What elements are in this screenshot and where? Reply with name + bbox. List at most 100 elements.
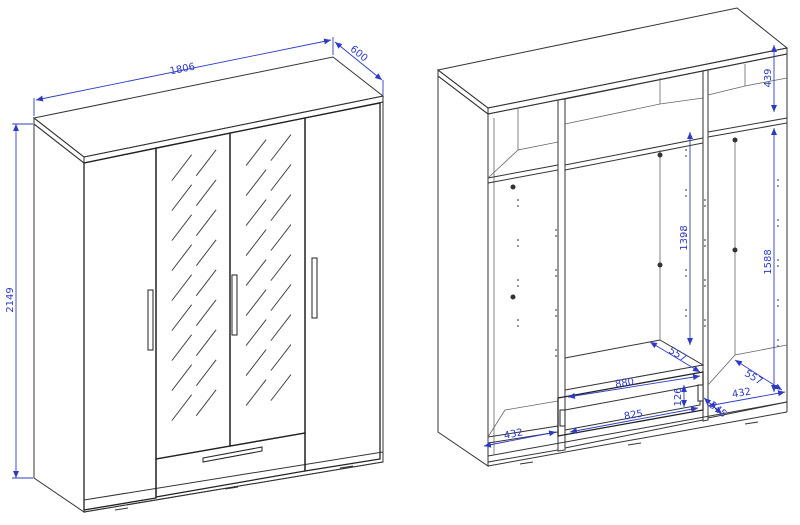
mirror-door-3: [229, 117, 306, 447]
drawer-rail-left: [559, 409, 566, 427]
depth-dimension-line: [334, 41, 383, 81]
mirror-reflection-stroke: [195, 359, 217, 387]
middle-depth-dimension-line: [649, 341, 701, 373]
mirror-reflection-stroke: [270, 164, 292, 191]
shelf-peg-hole: [555, 349, 557, 351]
shelf-peg-hole: [777, 179, 779, 181]
door-handle-3: [311, 257, 318, 319]
left-width-label: 432: [503, 427, 524, 441]
closed-wardrobe: [32, 56, 385, 513]
drawer-rail-right: [697, 384, 704, 402]
mirror-reflection-stroke: [245, 259, 267, 286]
shelf-peg-hole: [685, 235, 687, 237]
mirror-reflection-stroke: [195, 239, 217, 267]
foot: [114, 507, 129, 511]
rail-support: [510, 184, 516, 190]
side-height-label: 1588: [763, 249, 774, 274]
shelf-peg-hole: [777, 219, 779, 221]
shelf-peg-hole: [704, 245, 706, 247]
left-compartment: [487, 99, 559, 463]
height-label: 2149: [5, 287, 16, 312]
mirror-reflection-stroke: [171, 214, 193, 241]
shelf-peg-holes: [517, 149, 779, 357]
shelf-peg-hole: [517, 279, 519, 281]
open-top-left-edge: [437, 68, 489, 116]
shelf-peg-hole: [685, 189, 687, 191]
top-front-edge-left: [33, 116, 85, 165]
shelf-peg-hole: [555, 275, 557, 277]
mirror-reflection-stroke: [245, 139, 267, 166]
mirror-reflection-stroke: [171, 184, 193, 211]
mirror-reflections: [171, 134, 292, 421]
middle-height-label: 1398: [679, 225, 690, 250]
foot: [744, 421, 759, 425]
mirror-reflection-stroke: [245, 199, 267, 226]
mirror-reflection-stroke: [171, 244, 193, 271]
shelf-peg-hole: [555, 269, 557, 271]
rail-support: [657, 152, 663, 158]
open-left-side: [437, 74, 489, 467]
shelf-peg-hole: [685, 269, 687, 271]
open-top-front-edge: [487, 47, 788, 115]
mirror-reflection-stroke: [171, 334, 193, 361]
shelf-peg-hole: [517, 199, 519, 201]
foot: [627, 442, 642, 446]
rail-support: [657, 262, 663, 268]
right-width-label: 432: [731, 386, 752, 400]
shelf-peg-hole: [777, 225, 779, 227]
door-1: [83, 147, 157, 511]
shelf-peg-hole: [555, 309, 557, 311]
wardrobe-left-side: [33, 122, 85, 513]
mirror-reflection-stroke: [171, 304, 193, 331]
shelf-peg-hole: [704, 205, 706, 207]
mirror-reflection-stroke: [195, 179, 217, 207]
mirror-reflection-stroke: [270, 314, 292, 341]
shelf-peg-hole: [777, 305, 779, 307]
door-handle-2: [231, 274, 238, 336]
right-depth-dimension-line: [734, 359, 783, 391]
mirror-reflection-stroke: [171, 274, 193, 301]
mirror-reflection-stroke: [195, 269, 217, 297]
shelf-peg-hole: [517, 319, 519, 321]
shelf-peg-hole: [517, 239, 519, 241]
shelf-peg-hole: [685, 275, 687, 277]
rail-support: [510, 294, 516, 300]
frame-bottom: [487, 411, 788, 467]
top-compartment-label: 439: [763, 68, 774, 87]
mirror-reflection-stroke: [195, 389, 217, 417]
shelf-peg-hole: [685, 309, 687, 311]
shelf-peg-hole: [555, 235, 557, 237]
middle-shelf: [564, 137, 704, 171]
right-compartment: [707, 53, 788, 419]
drawer-handle: [202, 446, 263, 463]
right-top-back: [707, 77, 788, 96]
middle-depth-label: 557: [666, 345, 688, 364]
shelf-peg-hole: [555, 355, 557, 357]
width-dimension-line: [35, 38, 332, 102]
shelf-peg-hole: [555, 315, 557, 317]
mirror-reflection-stroke: [245, 229, 267, 256]
middle-width-label: 880: [614, 377, 635, 391]
shelf-peg-hole: [704, 285, 706, 287]
shelf-peg-hole: [777, 345, 779, 347]
mirror-reflection-stroke: [245, 319, 267, 346]
mirror-reflection-stroke: [195, 149, 217, 177]
shelf-peg-hole: [704, 279, 706, 281]
shelf-peg-hole: [555, 229, 557, 231]
left-dimensions: 1806 600 2149: [5, 37, 384, 479]
mirror-reflection-stroke: [270, 284, 292, 311]
drawer-front: [155, 432, 306, 498]
mirror-reflection-stroke: [171, 394, 193, 421]
left-width-dimension-line: [483, 430, 557, 448]
door-4: [304, 102, 381, 472]
shelf-peg-hole: [704, 239, 706, 241]
door-handle-1: [147, 289, 154, 351]
rail-support: [732, 137, 738, 143]
shelf-peg-hole: [685, 229, 687, 231]
mirror-door-2: [155, 132, 231, 460]
middle-width-dimension-line: [567, 374, 701, 399]
mirror-reflection-stroke: [270, 254, 292, 281]
foot: [339, 465, 354, 469]
right-shelf: [707, 117, 788, 138]
rail-support: [732, 247, 738, 253]
